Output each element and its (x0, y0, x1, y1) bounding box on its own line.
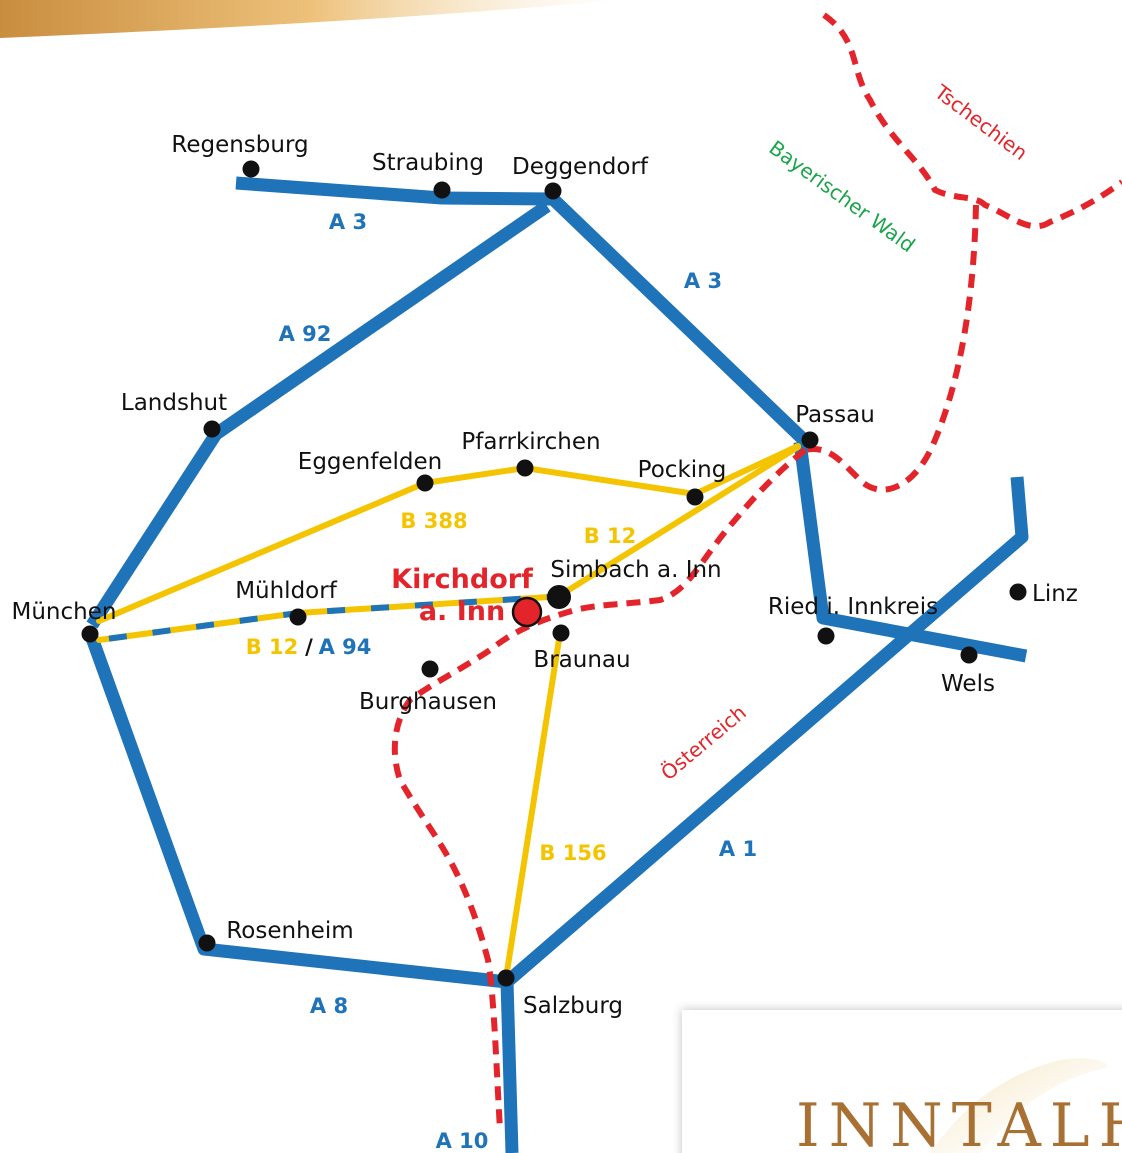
b388-label: B 388 (400, 509, 467, 533)
bavarian-forest-label: Bayerischer Wald (765, 136, 920, 258)
b156-label: B 156 (539, 841, 606, 865)
regensburg-label: Regensburg (171, 132, 308, 158)
rosenheim-label: Rosenheim (226, 918, 353, 944)
eggenfelden-marker (416, 474, 434, 492)
braunau-marker (552, 624, 570, 642)
passau-ried-road (793, 441, 1028, 663)
b12-north-road (556, 444, 801, 599)
deggendorf-label: Deggendorf (512, 154, 649, 180)
straubing-label: Straubing (372, 150, 484, 176)
road-labels: A 3 A 3 A 92 B 388 B 12 B 12 / A 94 B 15… (246, 210, 757, 1153)
landshut-marker (203, 420, 221, 438)
braunau-label: Braunau (533, 647, 630, 673)
a92-label: A 92 (279, 322, 332, 346)
a3-west-road (235, 176, 554, 206)
city-markers (81, 160, 1027, 987)
linz-label: Linz (1032, 581, 1078, 607)
muenchen-label: München (12, 599, 117, 625)
logo-card: INNTALH (682, 1010, 1122, 1153)
top-banner-decoration (0, 0, 620, 38)
muenchen-marker (81, 625, 99, 643)
straubing-marker (433, 181, 451, 199)
a8-label: A 8 (310, 994, 348, 1018)
rosenheim-marker (198, 934, 216, 952)
b156-road (503, 630, 563, 981)
a10-road (500, 981, 519, 1153)
ried-label: Ried i. Innkreis (768, 594, 938, 620)
road-separator-slash: / (305, 635, 313, 659)
simbach-marker (547, 585, 571, 609)
ried-marker (817, 627, 835, 645)
pfarrkirchen-marker (516, 459, 534, 477)
wels-marker (960, 646, 978, 664)
pocking-marker (686, 488, 704, 506)
city-labels: Regensburg Straubing Deggendorf Landshut… (12, 132, 1078, 1019)
b12-label: B 12 (584, 524, 637, 548)
pocking-label: Pocking (638, 457, 727, 483)
a10-label: A 10 (436, 1129, 489, 1153)
a3-west-label: A 3 (329, 210, 367, 234)
austria-region-label: Österreich (656, 700, 751, 785)
czech-austrian-border (804, 204, 979, 493)
muehldorf-label: Mühldorf (235, 578, 338, 604)
muehldorf-marker (289, 608, 307, 626)
burghausen-marker (421, 660, 439, 678)
a1-road (502, 476, 1029, 987)
eggenfelden-label: Eggenfelden (298, 449, 442, 475)
regensburg-marker (242, 160, 260, 178)
linz-marker (1009, 583, 1027, 601)
logo-text: INNTALH (796, 1091, 1122, 1153)
b12-combo-label: B 12 (246, 635, 299, 659)
a3-east-label: A 3 (684, 269, 722, 293)
inn-border (391, 447, 807, 1131)
kirchdorf-label-line2: a. Inn (419, 596, 505, 627)
burghausen-label: Burghausen (359, 689, 497, 715)
passau-label: Passau (795, 402, 875, 428)
national-borders (391, 12, 1122, 1131)
a94-label: A 94 (319, 635, 372, 659)
salzburg-label: Salzburg (523, 993, 623, 1019)
deggendorf-marker (544, 182, 562, 200)
wels-label: Wels (941, 671, 995, 697)
czech-border (822, 12, 1122, 230)
landshut-label: Landshut (121, 390, 227, 416)
logo-swirl-icon (930, 1058, 1109, 1153)
a1-label: A 1 (719, 837, 757, 861)
czech-region-label: Tschechien (929, 79, 1032, 165)
kirchdorf-marker (511, 596, 543, 628)
simbach-label: Simbach a. Inn (550, 557, 721, 583)
a3-east-road (548, 194, 810, 446)
passau-marker (801, 431, 819, 449)
salzburg-marker (497, 969, 515, 987)
pfarrkirchen-label: Pfarrkirchen (461, 429, 600, 455)
kirchdorf-label-line1: Kirchdorf (391, 564, 533, 595)
